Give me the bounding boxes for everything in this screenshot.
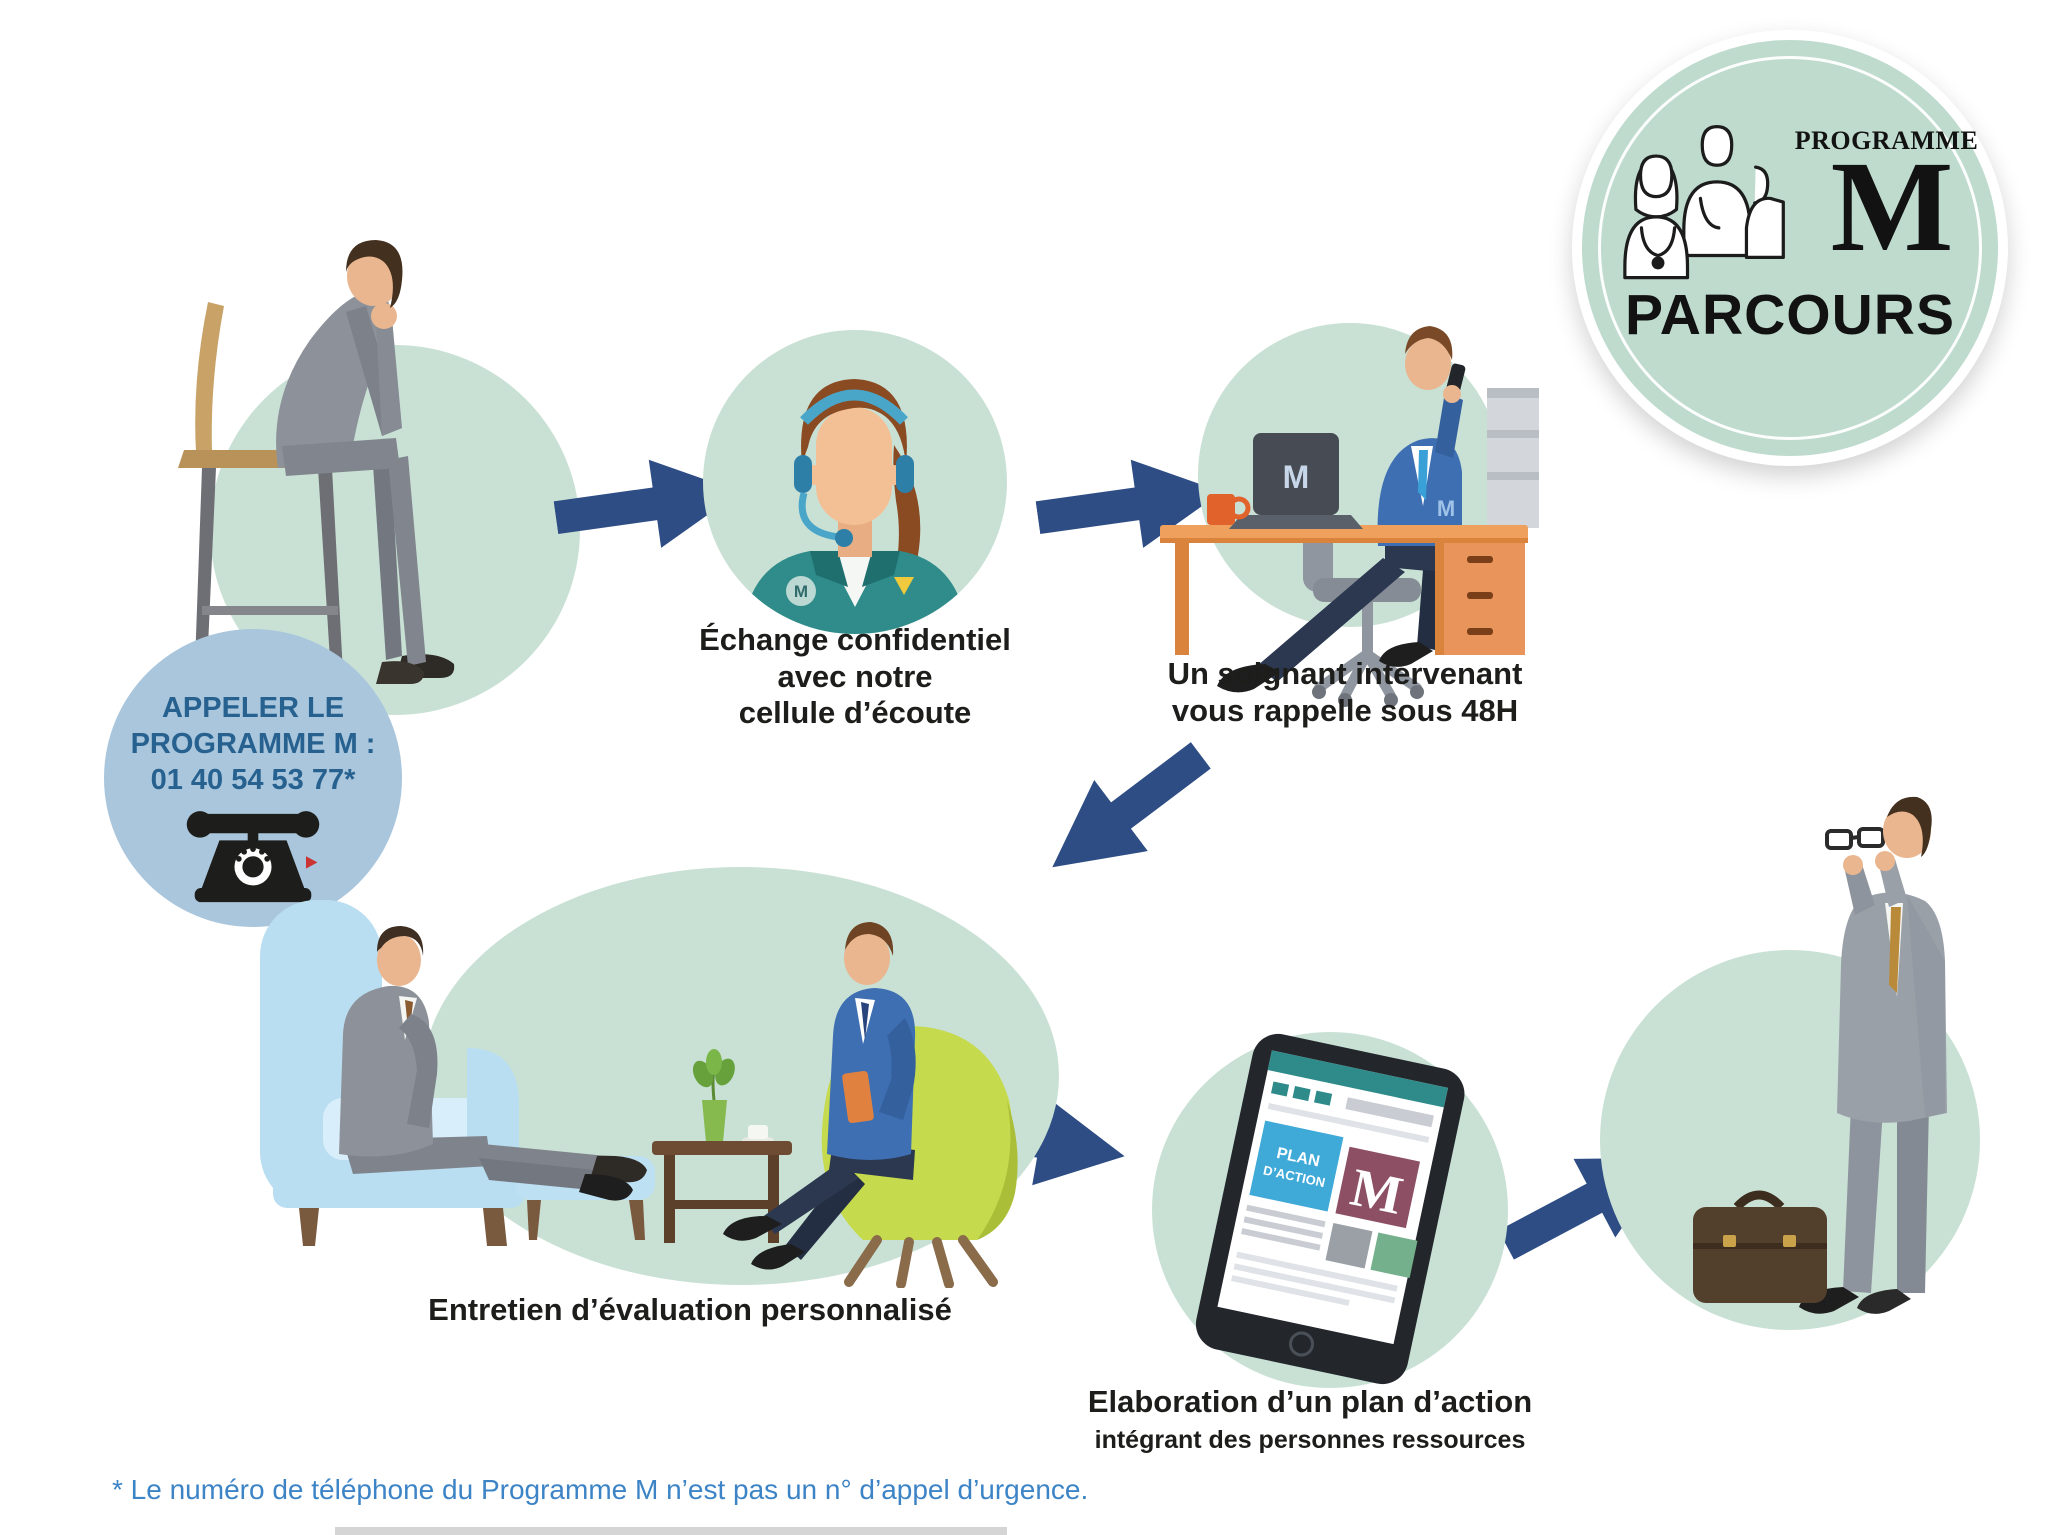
briefcase — [1693, 1190, 1827, 1303]
call-badge-text: APPELER LE PROGRAMME M : 01 40 54 53 77* — [130, 692, 376, 796]
orange-folder — [842, 1070, 874, 1124]
headset-icon — [794, 389, 914, 547]
plan-action-tile — [1249, 1120, 1344, 1212]
m-tile — [1335, 1146, 1421, 1229]
m-badge: M — [794, 582, 808, 601]
step5-subcaption: intégrant des personnes ressources — [1094, 1426, 1526, 1454]
arrow-step2-to-step3-icon — [1035, 459, 1223, 548]
step5-scene: PLAN D’ACTION M — [1152, 1032, 1508, 1388]
programme-m-logo: PROGRAMME M PARCOURS — [1572, 30, 2008, 466]
laptop-m-logo: M — [1283, 459, 1310, 495]
patient-gray-suit — [339, 926, 647, 1201]
side-table — [652, 1049, 792, 1243]
laptop: M — [1229, 433, 1363, 529]
m-badge: M — [1437, 496, 1455, 521]
page-edge-line — [335, 1527, 1007, 1535]
caregiver-on-phone: M — [1217, 326, 1466, 693]
shelf-unit — [1487, 388, 1539, 528]
counselor-blue-suit: M — [723, 922, 916, 1270]
plant — [692, 1049, 735, 1142]
standing-man — [1799, 796, 1947, 1314]
step4-caption: Entretien d’évaluation personnalisé — [428, 1292, 952, 1327]
step3-scene: M M — [1160, 323, 1539, 707]
logo-m-letter: M — [1830, 135, 1954, 279]
coffee-mug — [1207, 494, 1251, 525]
step2-caption: Échange confidentiel avec notre cellule … — [699, 622, 1011, 731]
call-center-agent: M — [744, 379, 966, 634]
logo-programme-text: PROGRAMME — [1794, 126, 1979, 155]
step5-caption: Elaboration d’un plan d’action — [1087, 1384, 1533, 1419]
telephone-icon — [186, 811, 320, 903]
tablet: PLAN D’ACTION M — [1195, 1033, 1465, 1385]
logo-inner-ring — [1598, 56, 1982, 440]
step6-scene — [1600, 796, 1980, 1330]
logo-parcours-text: PARCOURS — [1625, 283, 1955, 347]
arrow-step1-to-step2-icon — [553, 459, 741, 548]
step3-caption: Un soignant intervenant vous rappelle so… — [1167, 656, 1523, 728]
home-button — [1289, 1331, 1315, 1357]
step1-scene — [178, 240, 580, 715]
step2-scene: M — [703, 330, 1007, 634]
footer-disclaimer: * Le numéro de téléphone du Programme M … — [112, 1474, 1089, 1505]
arrow-step3-to-step4-icon — [1052, 742, 1211, 868]
step4-scene: M — [260, 867, 1059, 1288]
medical-team-icon — [1623, 124, 1785, 280]
pocket-square — [894, 577, 914, 595]
dejected-man — [276, 240, 455, 684]
tablet-m-logo: M — [1346, 1157, 1408, 1226]
phone-red-accent — [306, 856, 318, 869]
call-badge: APPELER LE PROGRAMME M : 01 40 54 53 77* — [104, 629, 402, 927]
